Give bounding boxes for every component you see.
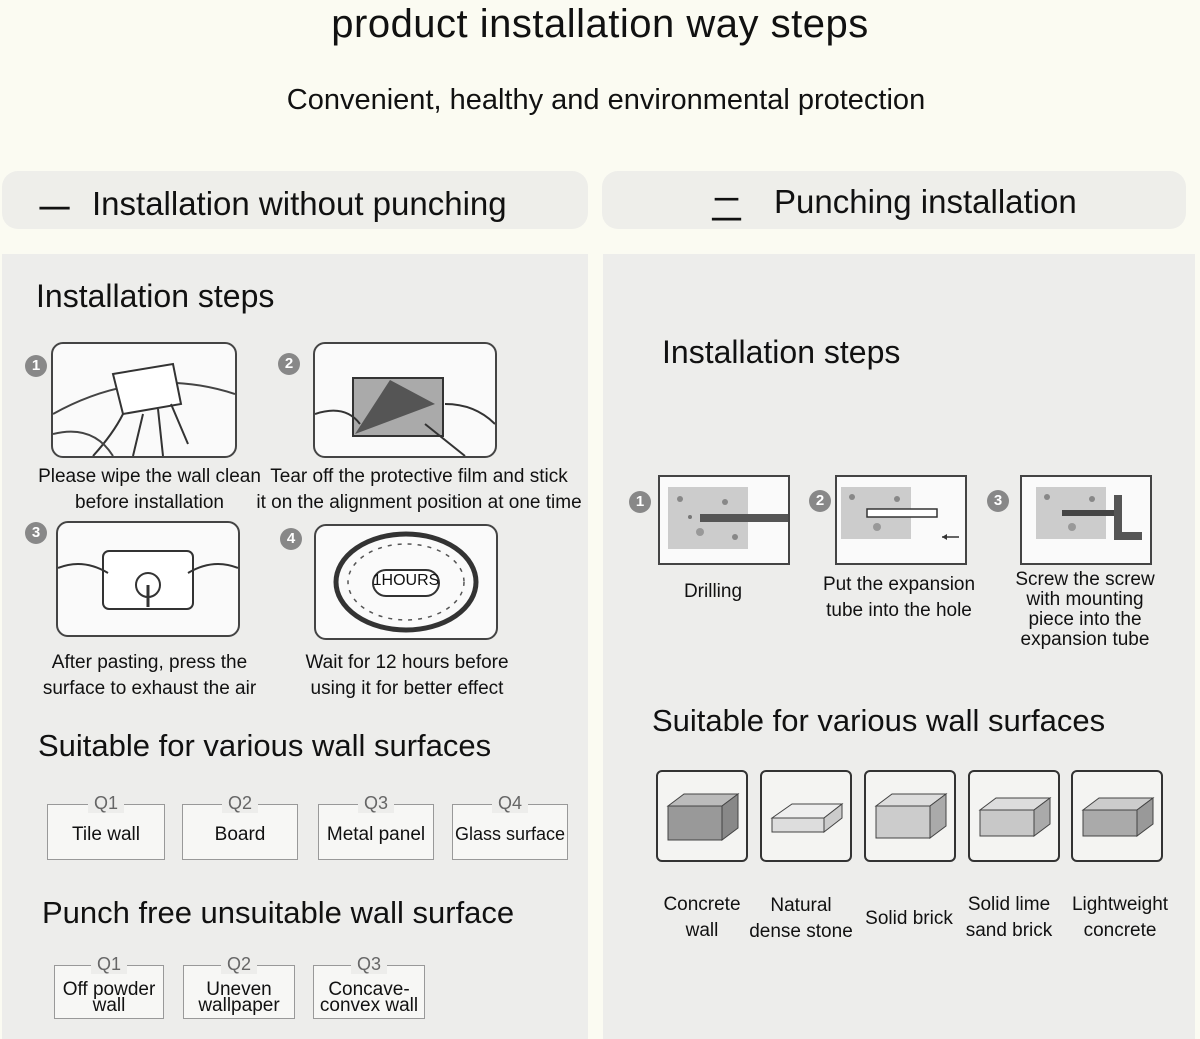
- wipe-wall-illustration: [51, 342, 237, 458]
- expansion-tube-icon: [841, 487, 959, 540]
- lime-sand-brick-icon: [968, 770, 1060, 862]
- unsuitable-option: Q3 Concave- convex wall: [313, 954, 425, 1019]
- left-panel: Installation steps 1 Please wipe the wal…: [2, 254, 588, 1039]
- unsuitable-option: Q2 Uneven wallpaper: [183, 954, 295, 1019]
- clock-label: 1HOURS: [372, 572, 440, 589]
- surface-option: Q4 Glass surface: [452, 793, 568, 860]
- step-number-badge: 3: [25, 522, 47, 544]
- drilling-illustration: [658, 475, 790, 565]
- page-title: product installation way steps: [331, 2, 869, 46]
- page-subtitle: Convenient, healthy and environmental pr…: [286, 84, 926, 116]
- drill-bit-icon: [668, 487, 788, 549]
- hand-cloth-icon: [53, 362, 235, 456]
- unsuitable-option: Q1 Off powder wall: [54, 954, 164, 1019]
- step-number-badge: 2: [809, 490, 831, 512]
- steps-heading: Installation steps: [662, 334, 901, 370]
- section-number: 一: [38, 191, 71, 228]
- lightweight-concrete-icon: [1071, 770, 1163, 862]
- surface-option: Q2 Board: [182, 793, 298, 860]
- right-panel: Installation steps 1 Drilling 2 Put the …: [603, 254, 1195, 1039]
- unsuitable-heading: Punch free unsuitable wall surface: [42, 895, 515, 930]
- stone-block-icon: [760, 770, 852, 862]
- section-tab-no-punching: 一 Installation without punching: [2, 171, 588, 229]
- surface-option: Q1 Tile wall: [47, 793, 165, 860]
- section-tab-punching: 二 Punching installation: [602, 171, 1186, 229]
- step-number-badge: 4: [280, 528, 302, 550]
- concrete-block-icon: [656, 770, 748, 862]
- expansion-tube-illustration: [835, 475, 967, 565]
- film-peel-icon: [315, 377, 495, 456]
- clock-icon: [333, 531, 479, 633]
- step-number-badge: 2: [278, 353, 300, 375]
- peel-film-illustration: [313, 342, 497, 458]
- step-caption: Drilling: [683, 581, 743, 602]
- clock-illustration: 1HOURS: [314, 524, 498, 640]
- suitable-heading: Suitable for various wall surfaces: [38, 728, 492, 763]
- screw-mount-icon: [1036, 487, 1142, 540]
- steps-heading: Installation steps: [36, 278, 275, 314]
- solid-brick-icon: [864, 770, 956, 862]
- press-surface-illustration: [56, 521, 240, 637]
- step-number-badge: 1: [25, 355, 47, 377]
- screw-illustration: [1020, 475, 1152, 565]
- surface-option: Q3 Metal panel: [318, 793, 434, 860]
- suitable-heading: Suitable for various wall surfaces: [652, 703, 1106, 738]
- step-number-badge: 3: [987, 490, 1009, 512]
- section-number: 二: [710, 191, 743, 228]
- step-number-badge: 1: [629, 491, 651, 513]
- section-label: Installation without punching: [92, 185, 507, 222]
- section-label: Punching installation: [774, 183, 1077, 220]
- press-hook-icon: [58, 550, 238, 610]
- surface-caption: Solid brick: [865, 908, 953, 929]
